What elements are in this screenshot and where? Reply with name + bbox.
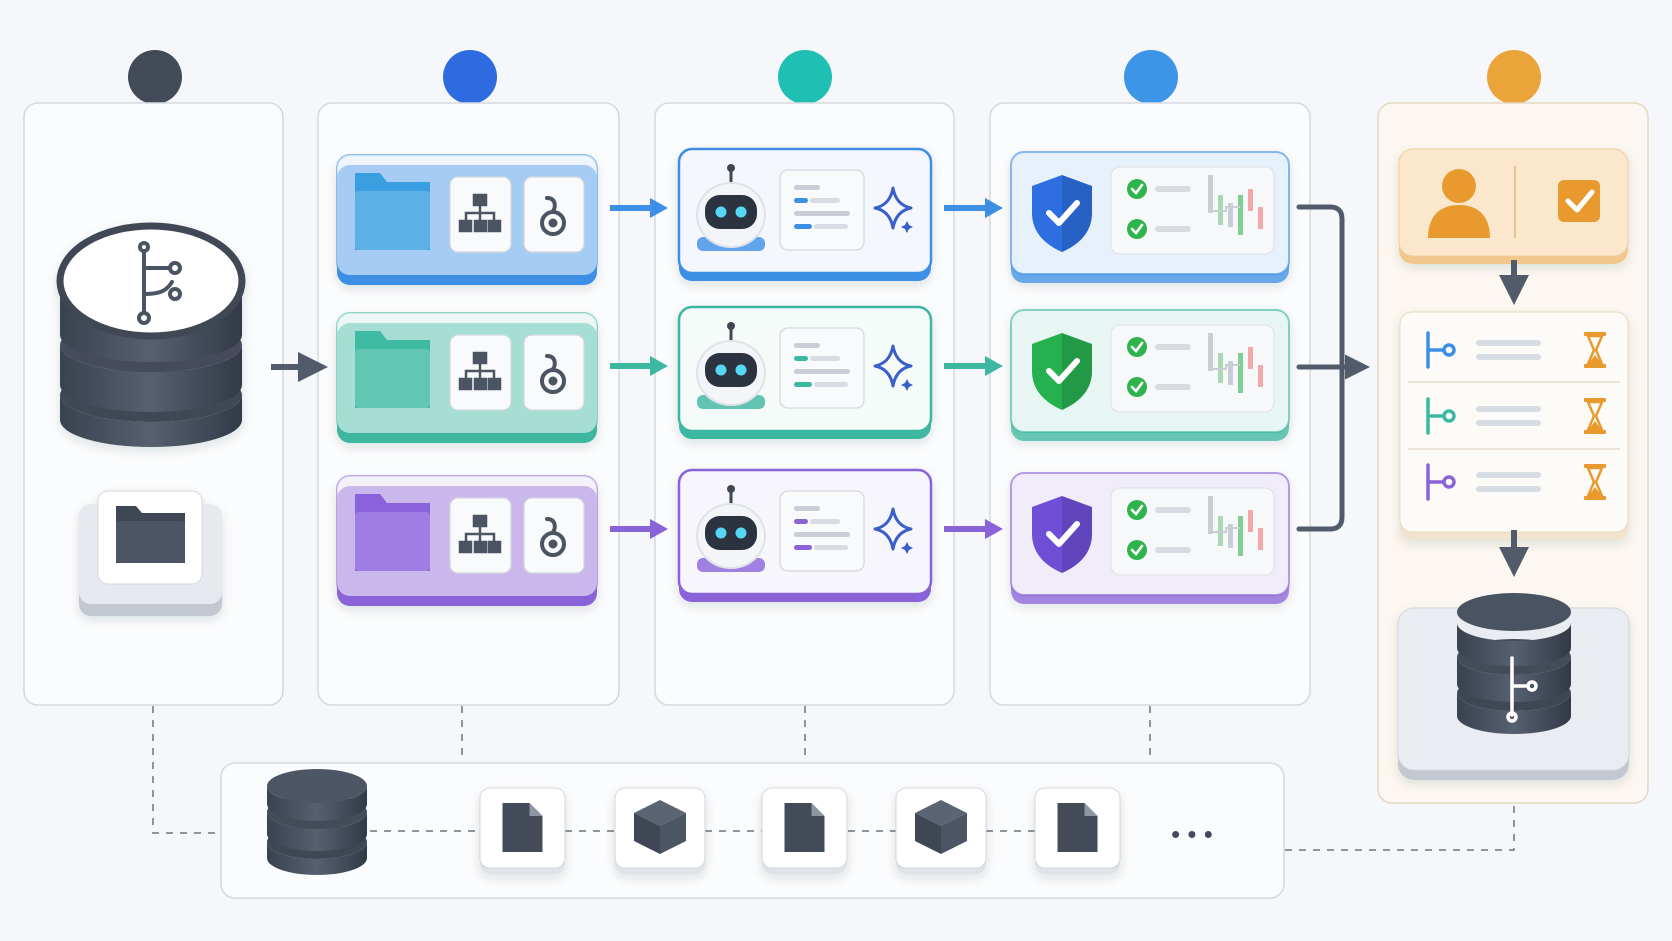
stage-dot-merge: [1487, 50, 1541, 104]
file-icon: [784, 803, 825, 852]
lane-green: [336, 305, 1290, 443]
hierarchy-icon: [458, 193, 502, 233]
robot-icon: [696, 164, 766, 251]
merge-queue-row: [1426, 397, 1606, 435]
shield-check-icon: [1032, 333, 1092, 410]
file-icon: [1057, 803, 1098, 852]
checklist-icon: [1127, 500, 1191, 560]
storage-connectors: [152, 706, 1515, 851]
checkbox-icon: [1558, 180, 1600, 222]
hourglass-icon: [1584, 332, 1606, 368]
source-database: [56, 222, 246, 447]
storage-database-icon: [267, 769, 367, 875]
branch-icon: [1426, 463, 1456, 501]
stage-dot-agents: [778, 50, 832, 104]
hierarchy-icon: [458, 514, 502, 554]
hourglass-icon: [1584, 464, 1606, 500]
hierarchy-icon: [458, 351, 502, 391]
sparkle-icon: [873, 507, 913, 554]
branch-icon: [1426, 397, 1456, 435]
stage-dot-source: [128, 50, 182, 104]
shield-check-icon: [1032, 496, 1092, 573]
more-icon: • • •: [1171, 819, 1213, 849]
file-icon: [502, 803, 543, 852]
cube-icon: [634, 800, 686, 854]
folder-icon: [116, 506, 185, 563]
handcuff-lock-icon: [540, 196, 566, 236]
bar-chart-icon: [1208, 175, 1263, 235]
stage-dot-validation: [1124, 50, 1178, 104]
folder-icon: [355, 173, 430, 250]
folder-icon: [355, 331, 430, 408]
handcuff-lock-icon: [540, 354, 566, 394]
sparkle-icon: [873, 344, 913, 391]
shield-check-icon: [1032, 175, 1092, 252]
branch-database-icon: [137, 241, 182, 325]
merge-queue-row: [1426, 331, 1606, 369]
cube-icon: [915, 800, 967, 854]
stage-dot-partition: [443, 50, 497, 104]
sparkle-icon: [873, 186, 913, 233]
branch-icon: [1426, 331, 1456, 369]
user-icon: [1428, 169, 1490, 238]
lane-purple: [336, 468, 1290, 606]
bar-chart-icon: [1208, 333, 1263, 393]
database-icon: [1457, 593, 1571, 734]
document-lines-icon: [794, 506, 850, 550]
robot-icon: [696, 322, 766, 409]
document-lines-icon: [794, 343, 850, 387]
bar-chart-icon: [1208, 496, 1263, 556]
hourglass-icon: [1584, 398, 1606, 434]
document-lines-icon: [794, 185, 850, 229]
robot-icon: [696, 485, 766, 572]
lane-merge-connectors: [1296, 204, 1370, 532]
lane-blue: [336, 147, 1290, 285]
checklist-icon: [1127, 179, 1191, 239]
stage-markers: [128, 50, 1541, 104]
handcuff-lock-icon: [540, 517, 566, 557]
merge-queue-row: [1426, 463, 1606, 501]
folder-icon: [355, 494, 430, 571]
checklist-icon: [1127, 337, 1191, 397]
